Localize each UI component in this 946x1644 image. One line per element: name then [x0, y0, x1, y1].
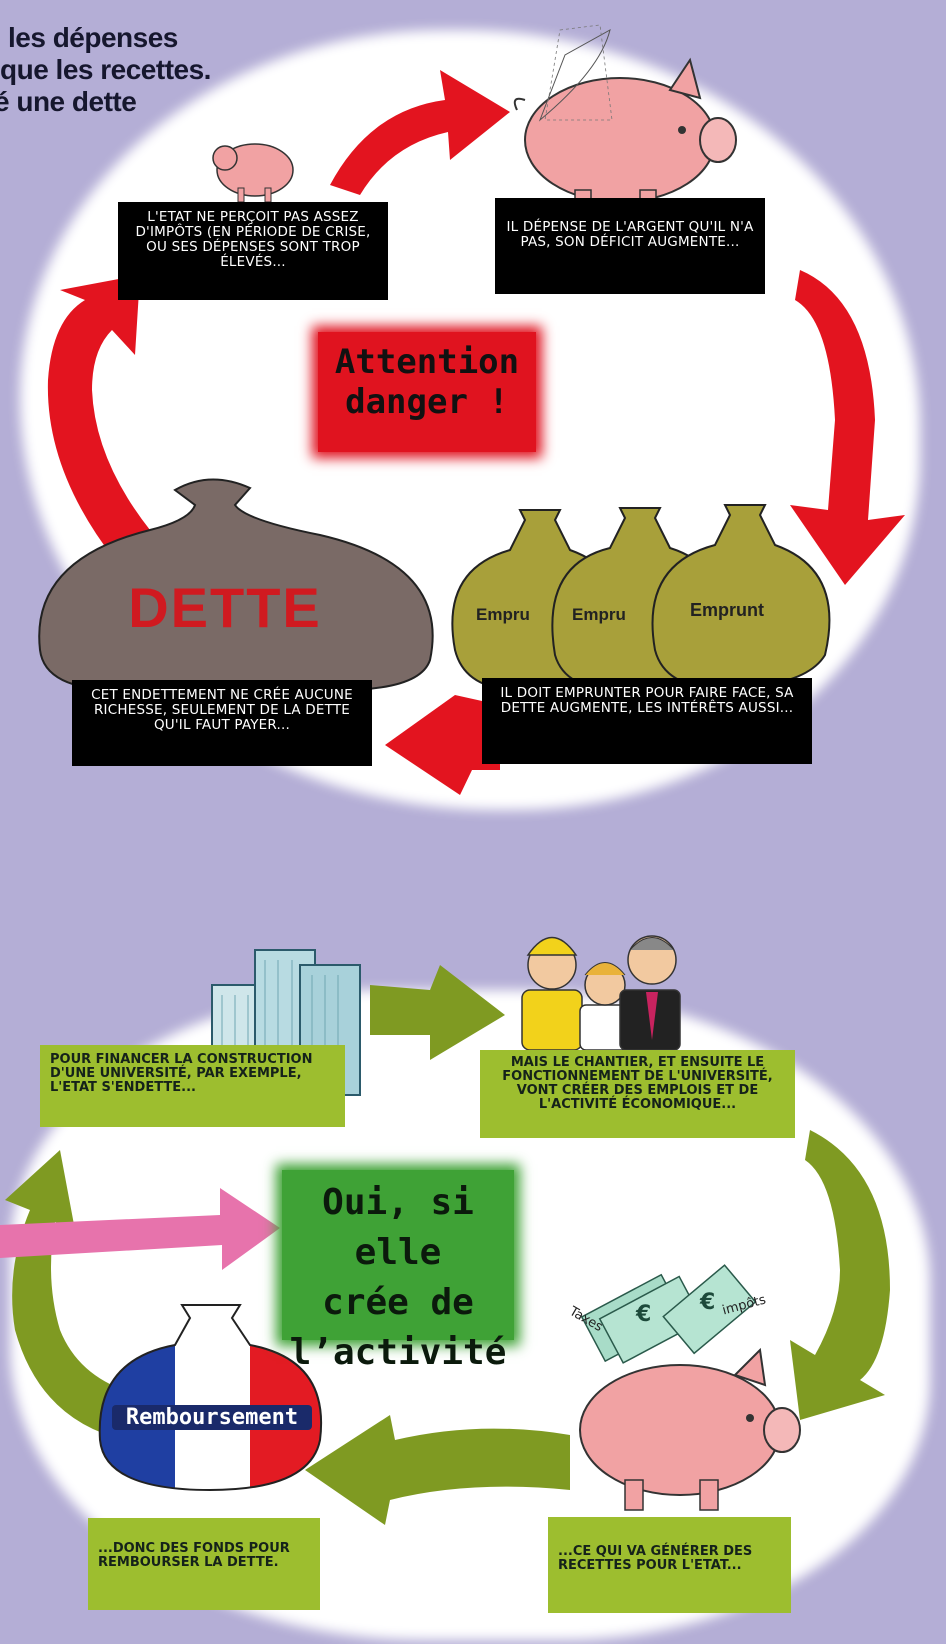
loan-bag-label-3: Emprunt: [690, 600, 764, 620]
workers-illustration: [521, 935, 681, 1051]
loan-bag-label-2: Empru: [572, 605, 626, 624]
activity-banner: Oui, si elle crée de l’activité: [282, 1170, 514, 1373]
caption-tax-shortfall: L'Etat ne perçoit pas assez d'impôts (en…: [118, 202, 388, 300]
top-arrow-left-up: [47, 275, 150, 560]
pink-arrow-to-banner: [0, 1188, 280, 1270]
danger-banner-line-1: Attention: [334, 342, 520, 382]
top-arrow-right-down: [790, 270, 905, 585]
loan-bag-label-1: Empru: [476, 605, 530, 624]
loan-bags-illustration: [451, 504, 831, 692]
caption-debt: Cet endettement ne crée aucune richesse,…: [72, 680, 372, 766]
repay-bag-label: Remboursement: [112, 1405, 312, 1430]
activity-banner-line-3: l’activité: [289, 1332, 507, 1373]
green-arrow-left-up: [5, 1150, 140, 1440]
activity-banner-line-1: Oui, si elle: [322, 1182, 474, 1273]
headline-line-1: les dépenses: [8, 22, 178, 53]
small-pig-illustration: [212, 143, 294, 203]
caption-financing: Pour financer la construction d'une univ…: [40, 1045, 345, 1127]
headline: les dépenses que les recettes. é une det…: [0, 22, 340, 118]
danger-banner-line-2: danger !: [345, 382, 509, 422]
headline-line-2: que les recettes.: [0, 54, 211, 85]
caption-revenue: ...ce qui va générer des recettes pour l…: [548, 1517, 791, 1613]
top-arrow-to-big-pig: [330, 70, 510, 195]
caption-repay: ...donc des fonds pour rembourser la det…: [88, 1518, 320, 1610]
euro-symbol-2: €: [700, 1290, 716, 1315]
green-arrow-right-down: [790, 1130, 890, 1420]
top-arrow-to-debt: [385, 695, 500, 795]
piggy-bank-illustration: [579, 1264, 801, 1511]
caption-jobs: Mais le chantier, et ensuite le fonction…: [480, 1050, 795, 1138]
euro-symbol-1: €: [636, 1302, 652, 1327]
activity-banner-line-2: crée de: [322, 1282, 474, 1323]
green-arrow-to-repay: [305, 1415, 570, 1525]
danger-banner: Attention danger !: [318, 332, 536, 452]
caption-borrowing: Il doit emprunter pour faire face, sa de…: [482, 678, 812, 764]
green-arrow-to-workers: [370, 965, 505, 1060]
headline-line-3: é une dette: [0, 86, 137, 117]
debt-bag-label: DETTE: [128, 576, 322, 639]
caption-deficit: Il dépense de l'argent qu'il n'a pas, so…: [495, 198, 765, 294]
